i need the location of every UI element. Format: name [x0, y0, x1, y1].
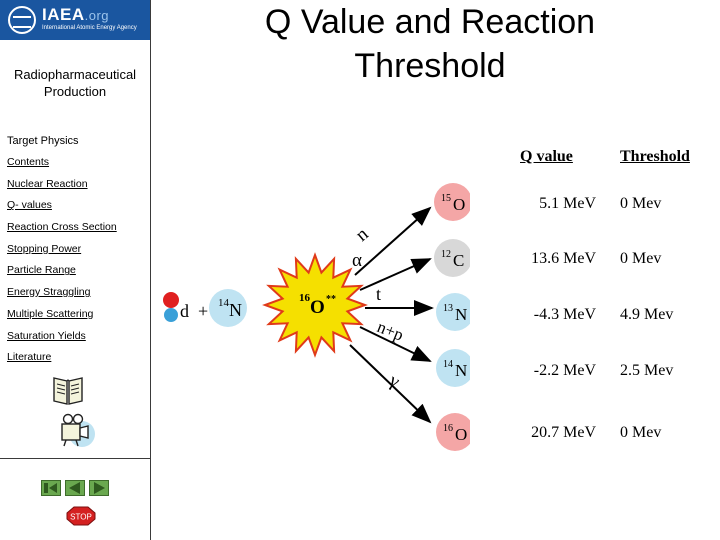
- deuteron-proton: [163, 292, 179, 308]
- compound-mark: **: [326, 294, 336, 305]
- page-title-line1: Q Value and Reaction: [264, 3, 596, 41]
- sidebar-divider: [0, 458, 150, 459]
- page-title: Q Value and Reaction Threshold: [190, 0, 670, 88]
- arrow-to-o16: [349, 344, 432, 424]
- threshold-n13: 4.9 Mev: [620, 306, 674, 323]
- logo-agency: International Atomic Energy Agency: [42, 25, 137, 31]
- nav-link-particle-range[interactable]: Particle Range: [7, 264, 76, 277]
- nav-link-reaction-cross-section[interactable]: Reaction Cross Section: [7, 221, 117, 234]
- page-title-line2: Threshold: [354, 47, 506, 85]
- target-mass: 14: [218, 297, 230, 309]
- forward-button[interactable]: [89, 480, 109, 496]
- q-value-header: Q value: [520, 148, 573, 165]
- product-mass-o16: 16: [443, 423, 453, 434]
- threshold-n14: 2.5 Mev: [620, 362, 674, 379]
- threshold-o16: 0 Mev: [620, 424, 662, 441]
- q-value-o16: 20.7 MeV: [531, 424, 596, 441]
- nav-link-literature[interactable]: Literature: [7, 351, 52, 364]
- nav-link-saturation-yields[interactable]: Saturation Yields: [7, 329, 86, 342]
- nav-link-stopping-power[interactable]: Stopping Power: [7, 242, 82, 255]
- course-title: Radiopharmaceutical Production: [0, 66, 150, 100]
- iaea-logo[interactable]: IAEA.org International Atomic Energy Age…: [0, 0, 150, 40]
- particle-label-t: t: [376, 284, 381, 304]
- product-mass-n13: 13: [443, 303, 453, 314]
- deuteron-neutron: [164, 308, 178, 322]
- product-mass-c12: 12: [441, 249, 451, 260]
- course-title-line2: Production: [43, 84, 107, 99]
- threshold-header: Threshold: [620, 148, 690, 165]
- logo-brand-text: IAEA: [42, 5, 85, 24]
- book-icon[interactable]: [50, 372, 86, 408]
- product-nucleus-n13: [436, 293, 470, 331]
- arrow-to-c12: [359, 258, 432, 291]
- compound-mass: 16: [299, 292, 311, 304]
- particle-label-alpha: α: [352, 250, 362, 271]
- home-button[interactable]: [41, 480, 61, 496]
- q-value-n14: -2.2 MeV: [533, 362, 596, 379]
- sidebar: IAEA.org International Atomic Energy Age…: [0, 0, 151, 540]
- nav-link-multiple-scattering[interactable]: Multiple Scattering: [7, 307, 94, 320]
- threshold-c12: 0 Mev: [620, 250, 662, 267]
- reaction-diagram: d + 14 N 16 O ** n α t n+p γ 15 O 12 C 1…: [163, 183, 470, 451]
- product-nucleus-c12: [434, 239, 470, 277]
- plus-sign: +: [198, 301, 208, 321]
- arrow-to-n14: [359, 326, 432, 362]
- compound-symbol: O: [310, 297, 325, 318]
- target-symbol: N: [229, 300, 242, 320]
- nav-link-nuclear-reaction[interactable]: Nuclear Reaction: [7, 177, 88, 190]
- projector-icon[interactable]: [56, 410, 96, 448]
- product-symbol-o16: O: [455, 425, 467, 444]
- logo-brand-tld: .org: [84, 8, 110, 23]
- threshold-o15: 0 Mev: [620, 195, 662, 212]
- product-symbol-c12: C: [453, 251, 464, 270]
- product-symbol-n14: N: [455, 361, 467, 380]
- course-title-line1: Radiopharmaceutical: [13, 67, 137, 82]
- q-value-n13: -4.3 MeV: [533, 306, 596, 323]
- arrow-to-o15: [354, 206, 432, 276]
- nav-link-q-values[interactable]: Q- values: [7, 199, 52, 212]
- arrow-left-icon: [69, 482, 80, 494]
- product-symbol-n13: N: [455, 305, 467, 324]
- compound-starburst: [262, 252, 368, 358]
- home-icon: [44, 483, 57, 493]
- nav-link-energy-straggling[interactable]: Energy Straggling: [7, 286, 91, 299]
- particle-label-n: n: [352, 223, 373, 246]
- particle-label-np: n+p: [375, 317, 407, 345]
- back-button[interactable]: [65, 480, 85, 496]
- stop-label: STOP: [70, 513, 92, 522]
- product-nucleus-o16: [436, 413, 470, 451]
- product-mass-n14: 14: [443, 359, 453, 370]
- nav-link-contents[interactable]: Contents: [7, 156, 50, 168]
- product-mass-o15: 15: [441, 193, 451, 204]
- globe-icon: [8, 6, 36, 34]
- sidebar-nav: Contents Nuclear Reaction Q- values Reac…: [7, 154, 117, 371]
- product-symbol-o15: O: [453, 195, 465, 214]
- q-value-o15: 5.1 MeV: [539, 195, 596, 212]
- target-nucleus: [209, 289, 247, 327]
- projectile-label: d: [180, 301, 189, 321]
- section-title: Target Physics: [7, 135, 79, 147]
- stop-button[interactable]: STOP: [66, 506, 96, 526]
- arrow-right-icon: [94, 482, 105, 494]
- logo-brand: IAEA.org: [42, 5, 109, 25]
- product-nucleus-o15: [434, 183, 470, 221]
- q-value-c12: 13.6 MeV: [531, 250, 596, 267]
- product-nucleus-n14: [436, 349, 470, 387]
